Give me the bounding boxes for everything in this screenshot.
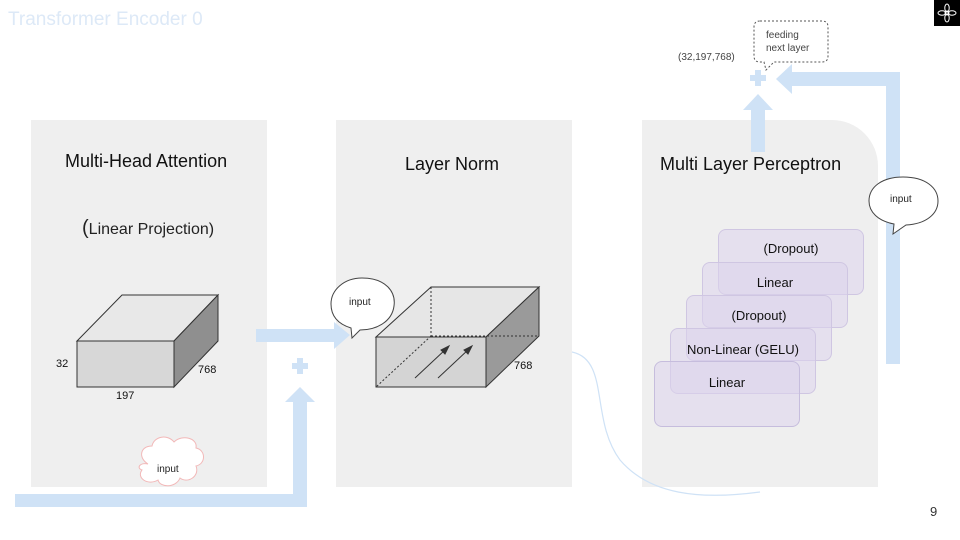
plus-icon-top: [750, 70, 766, 86]
mha-subtitle-text: Linear Projection): [88, 221, 215, 238]
mha-dim-depth: 32: [56, 358, 69, 370]
slide-title: Transformer Encoder 0: [8, 9, 203, 30]
right-input-label: input: [890, 194, 912, 205]
mlp-layer-label: Linear: [708, 375, 746, 390]
output-shape-label: (32,197,768): [678, 52, 735, 63]
layernorm-dim-length: 768: [514, 360, 533, 372]
feeding-label-line2: next layer: [766, 43, 810, 54]
bottom-input-arrow: [15, 387, 315, 507]
mlp-layer-label: (Dropout): [763, 241, 819, 256]
mha-title: Multi-Head Attention: [65, 151, 228, 171]
logo-icon: [934, 0, 960, 26]
mlp-layer-label: Linear: [756, 275, 794, 290]
right-input-bubble: [868, 176, 939, 236]
layernorm-input-label: input: [349, 297, 371, 308]
mha-dim-length: 768: [198, 364, 217, 376]
mha-to-layernorm-arrow: [256, 322, 350, 349]
bottom-input-label: input: [157, 464, 179, 475]
mlp-output-arrow: [743, 94, 773, 152]
feeding-bubble: [753, 20, 829, 71]
mlp-layer-label: (Dropout): [731, 308, 787, 323]
mha-subtitle: (Linear Projection): [82, 217, 214, 240]
mha-dim-width: 197: [116, 390, 135, 402]
layernorm-inner-arrows: [414, 344, 474, 379]
mlp-layer-label: Non-Linear (GELU): [687, 342, 799, 357]
layernorm-input-bubble: [330, 277, 395, 340]
feeding-label-line1: feeding: [766, 30, 799, 41]
page-number: 9: [930, 504, 938, 519]
mha-subtitle-paren: (: [82, 217, 89, 239]
plus-icon: [292, 358, 308, 374]
mlp-layer-box: [654, 361, 800, 427]
ln-to-mlp-connector: [571, 351, 761, 496]
mha-cube: [75, 293, 220, 389]
layernorm-cube: [374, 285, 541, 389]
mlp-title: Multi Layer Perceptron: [660, 154, 842, 174]
input-cloud: [138, 436, 204, 487]
layernorm-title: Layer Norm: [405, 154, 500, 174]
